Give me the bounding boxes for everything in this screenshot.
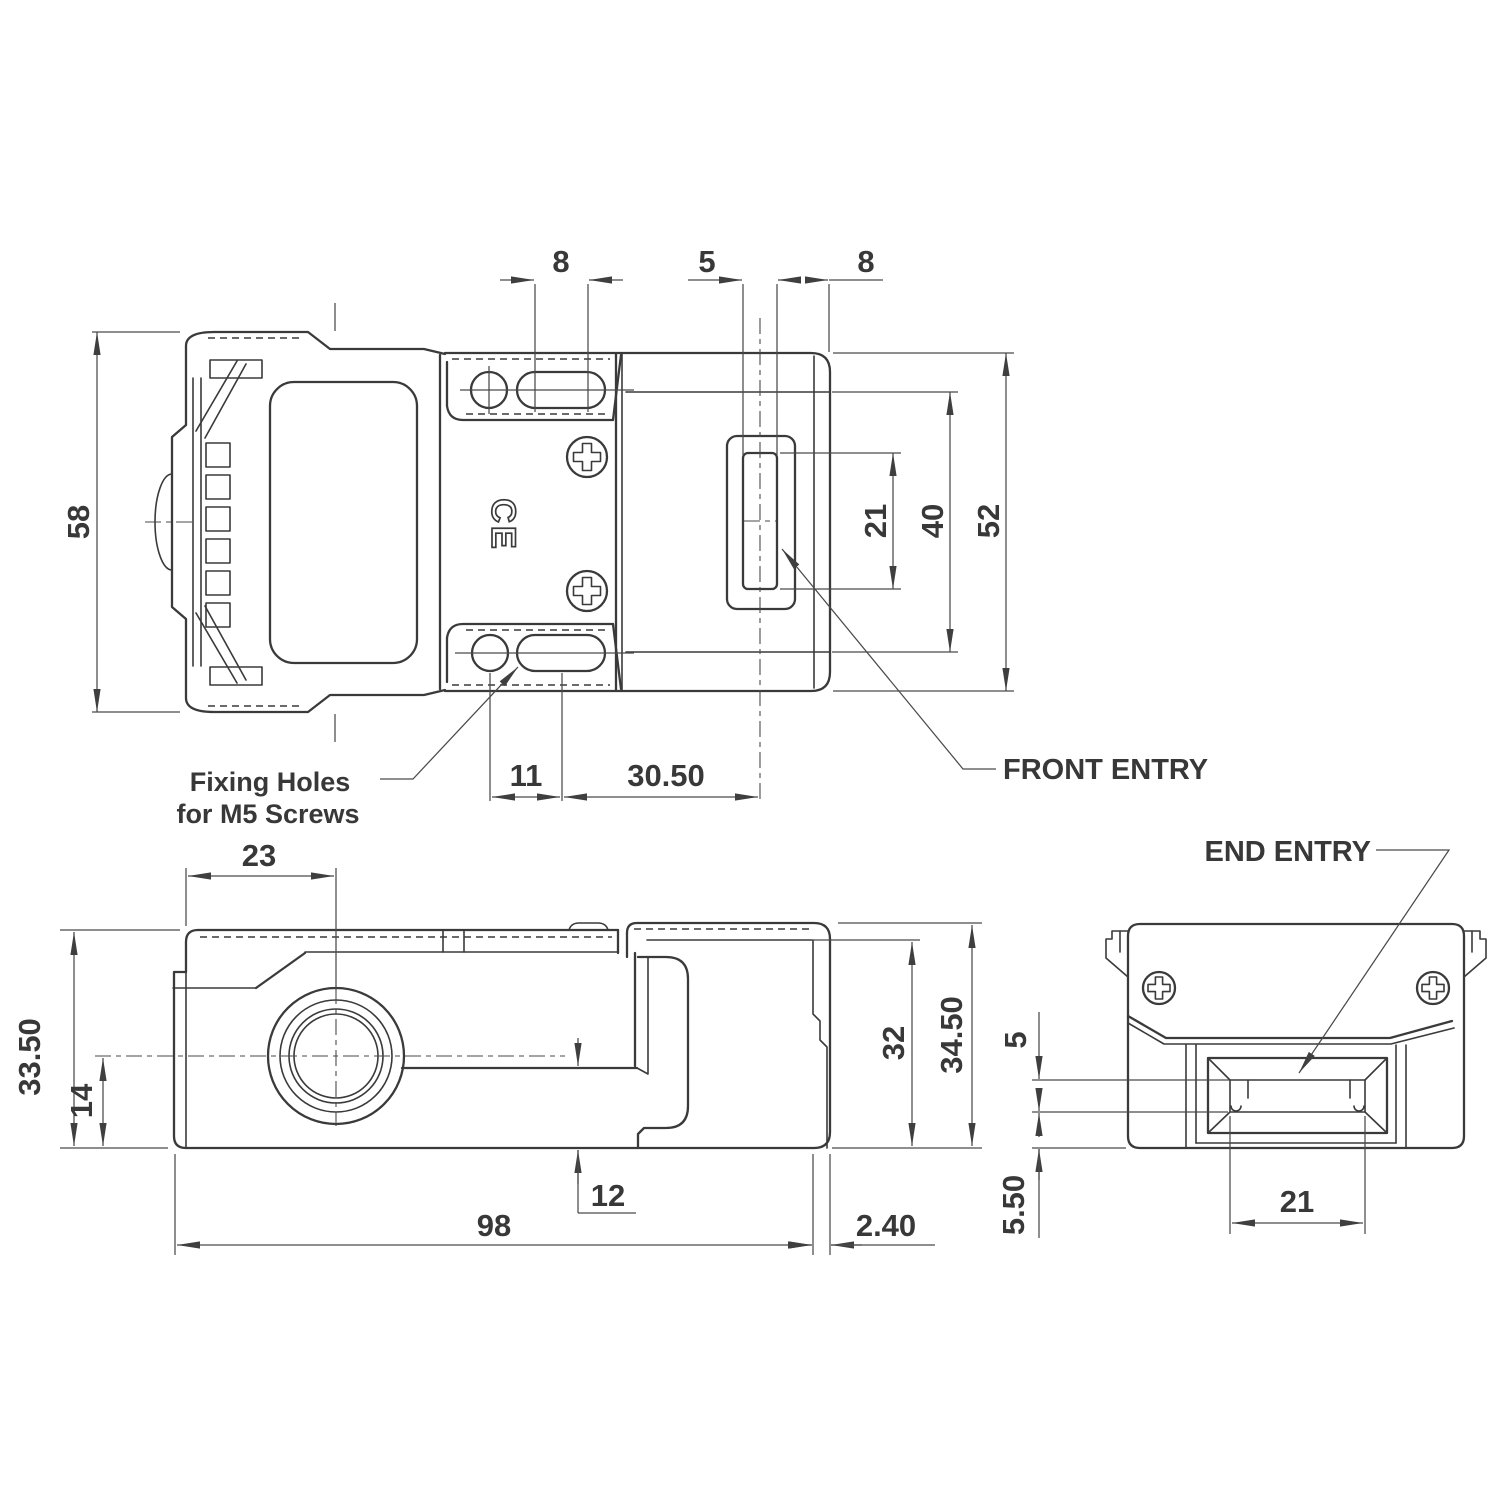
dim-label-3450: 34.50	[934, 996, 969, 1074]
rear-block-side	[625, 921, 832, 1150]
dim-label-21-top: 21	[858, 504, 893, 538]
fixing-holes-label-1: Fixing Holes	[190, 767, 351, 797]
end-phillips-screw-left	[1141, 970, 1177, 1006]
fixing-holes-callout: Fixing Holes for M5 Screws	[176, 666, 519, 829]
dim-side-98-240: 98 2.40	[174, 1154, 935, 1255]
end-entry-callout: END ENTRY	[1205, 836, 1451, 1074]
dim-label-32: 32	[876, 1026, 911, 1060]
dim-label-5-end: 5	[998, 1031, 1033, 1048]
right-cap-tab	[1463, 930, 1487, 978]
dim-end-21: 21	[1229, 1116, 1366, 1234]
head-centerlines	[145, 303, 336, 742]
end-view: 5 5.50 21 END ENTRY	[996, 836, 1487, 1238]
left-cap-tab	[1105, 930, 1129, 978]
dim-top-8-5-8: 8 5 8	[500, 244, 883, 455]
bottom-fixing-flange	[445, 622, 634, 691]
head-lever-mechanism	[195, 359, 419, 686]
side-outline	[172, 922, 816, 1150]
dim-end-5-550: 5 5.50	[996, 1012, 1230, 1238]
end-entry-opening	[1206, 1056, 1389, 1135]
phillips-screw-bottom	[565, 569, 609, 613]
dim-label-3050: 30.50	[627, 758, 705, 793]
switch-body-outline	[443, 351, 832, 693]
lid-seam	[1126, 1014, 1454, 1040]
end-phillips-screw-right	[1415, 970, 1451, 1006]
end-entry-label: END ENTRY	[1205, 836, 1372, 868]
switch-head-outline	[154, 330, 447, 714]
dim-label-11: 11	[510, 758, 543, 793]
front-entry-label: FRONT ENTRY	[1003, 754, 1208, 786]
dim-label-12: 12	[591, 1178, 625, 1213]
dim-label-8a: 8	[552, 244, 569, 279]
dim-label-240: 2.40	[856, 1208, 916, 1243]
dim-label-5-top: 5	[698, 244, 715, 279]
dim-top-58: 58	[61, 331, 180, 713]
drill-point-left	[1230, 1105, 1242, 1112]
dim-label-3350: 33.50	[12, 1018, 47, 1096]
phillips-screw-top	[565, 435, 609, 479]
dim-side-12: 12	[574, 1038, 636, 1214]
dim-label-23: 23	[242, 838, 276, 873]
dim-label-14: 14	[64, 1083, 99, 1118]
dim-label-58: 58	[61, 505, 96, 539]
top-fixing-flange	[445, 353, 634, 422]
drill-point-right	[1353, 1105, 1365, 1112]
dim-side-23: 23	[185, 838, 337, 990]
end-outline	[1105, 922, 1487, 1150]
dim-side-14: 14	[64, 1058, 107, 1146]
top-view: CE 58	[61, 244, 1208, 829]
dim-label-550: 5.50	[996, 1175, 1031, 1235]
dim-label-52: 52	[971, 504, 1006, 538]
dim-top-21-40-52: 21 40 52	[780, 352, 1014, 692]
dim-side-32-3450: 32 34.50	[812, 922, 982, 1149]
dim-top-11-3050: 11 30.50	[489, 673, 758, 801]
fixing-holes-label-2: for M5 Screws	[176, 799, 359, 829]
dim-label-8b: 8	[857, 244, 874, 279]
dim-side-3350: 33.50	[12, 929, 180, 1149]
dim-label-40: 40	[915, 504, 950, 538]
terminal-cover-plate	[400, 951, 649, 1075]
ce-mark: CE	[484, 498, 522, 551]
front-entry-slot	[725, 318, 797, 800]
cap-seal-nub	[568, 922, 609, 931]
head-window	[268, 380, 419, 665]
side-view: 23 33.50 14 12	[12, 838, 982, 1255]
front-entry-callout: FRONT ENTRY	[781, 548, 1208, 786]
dim-label-21-end: 21	[1280, 1184, 1314, 1219]
dim-label-98: 98	[477, 1208, 511, 1243]
